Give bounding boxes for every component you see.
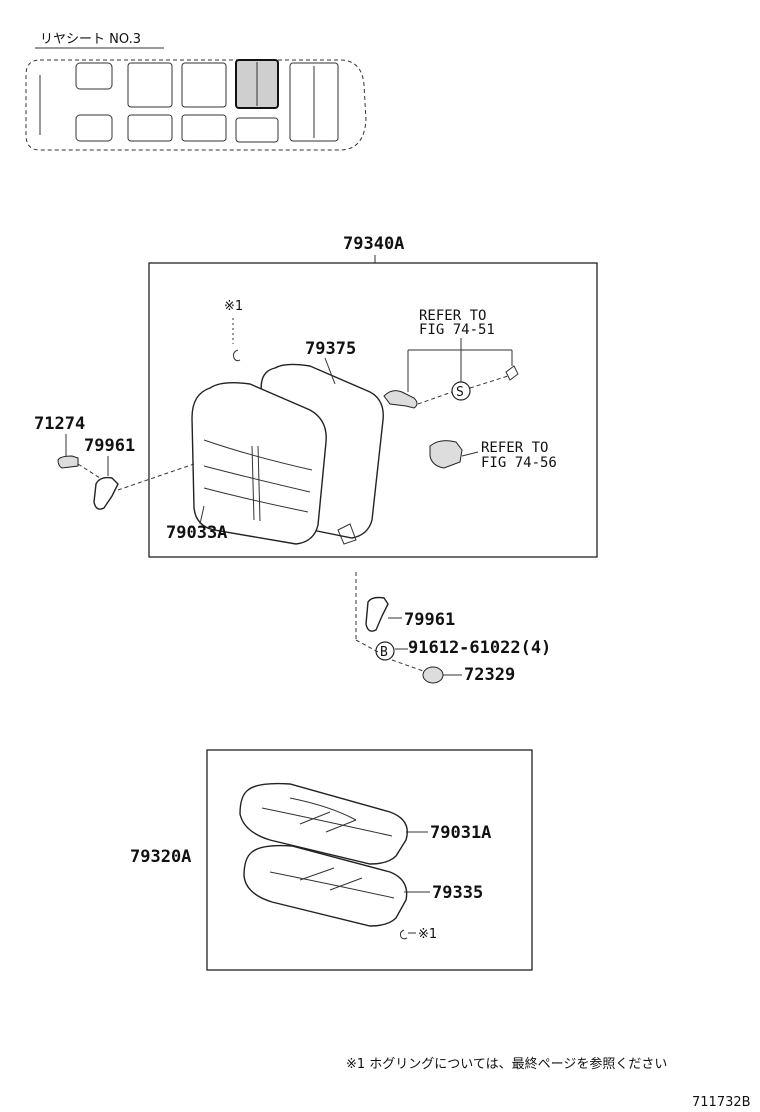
hinge-ref-line2: FIG 74-51 — [419, 322, 495, 338]
latch-ref-line2: FIG 74-56 — [481, 455, 557, 471]
s-bolt-letter: S — [456, 385, 464, 400]
vehicle-seat-layout-icon — [25, 59, 367, 151]
footer: ※1 ホグリングについては、最終ページを参照ください 711732B — [346, 1056, 751, 1110]
note-mark-back: ※1 — [224, 299, 243, 314]
latch-ref-line1: REFER TO — [481, 440, 548, 456]
part-72329-label: 72329 — [464, 665, 515, 685]
seat-row1-right — [127, 114, 173, 142]
latch-icon — [429, 440, 463, 469]
cushion-pad-shape — [243, 844, 408, 927]
cover-seam-upper — [203, 439, 313, 471]
left-side-parts: 71274 79961 — [34, 414, 195, 510]
cushion-cover-seam-2 — [289, 797, 357, 821]
hinge-cover-lower-icon — [365, 596, 389, 632]
b-bolt-letter: B — [380, 645, 388, 660]
hog-ring-cushion-icon — [399, 929, 408, 940]
cap-icon — [422, 666, 444, 684]
cushion-cover-seam-1 — [261, 807, 393, 837]
part-79961-lower-label: 79961 — [404, 610, 455, 630]
section-header: リヤシート NO.3 — [35, 32, 164, 49]
seatback-assembly-frame — [148, 262, 598, 558]
hinge-bracket-icon — [383, 390, 418, 409]
cushion-pad-seam-2 — [299, 867, 363, 891]
seat-row3-right — [235, 117, 279, 143]
part-79335-label: 79335 — [432, 883, 483, 903]
seat-row2-left — [181, 62, 227, 108]
lower-hardware: 79961 B 91612-61022(4) 72329 — [355, 572, 551, 685]
seat-front-right — [75, 114, 113, 142]
part-79340A-label: 79340A — [343, 234, 404, 254]
footer-note: ※1 ホグリングについては、最終ページを参照ください — [346, 1056, 667, 1072]
part-91612-label: 91612-61022(4) — [408, 638, 551, 658]
seatback-assembly: 79340A ※1 79375 79033A S REFER TO FIG — [148, 234, 598, 558]
cushion-cover-shape — [239, 782, 408, 865]
hog-ring-back-icon — [233, 349, 241, 362]
seat-row1-left — [127, 62, 173, 108]
note-mark-cushion: ※1 — [418, 927, 437, 942]
cover-seam-middle — [203, 465, 311, 493]
hinge-ref-line1: REFER TO — [419, 308, 486, 324]
cushion-cover-seam-3 — [299, 811, 357, 833]
part-79031A-label: 79031A — [430, 823, 491, 843]
cushion-assembly: 79320A 79031A 79335 ※1 — [130, 749, 533, 971]
part-71274-label: 71274 — [34, 414, 85, 434]
cushion-assembly-frame — [206, 749, 533, 971]
part-79320A-label: 79320A — [130, 847, 191, 867]
seat-front-left — [75, 62, 113, 90]
part-79375-label: 79375 — [305, 339, 356, 359]
seat-row2-right — [181, 114, 227, 142]
cushion-pad-seam-1 — [269, 871, 395, 899]
diagram-code: 711732B — [692, 1095, 751, 1110]
pad-bracket-icon — [337, 523, 357, 545]
part-79033A-label: 79033A — [166, 523, 227, 543]
seat-rear — [289, 62, 339, 142]
section-title: リヤシート NO.3 — [40, 32, 141, 47]
part-79961-upper-label: 79961 — [84, 436, 135, 456]
hinge-nut-icon — [505, 365, 519, 381]
hinge-cover-upper-icon — [93, 476, 119, 510]
seatback-cover-shape — [191, 381, 327, 545]
headrest-support-icon — [57, 455, 79, 469]
